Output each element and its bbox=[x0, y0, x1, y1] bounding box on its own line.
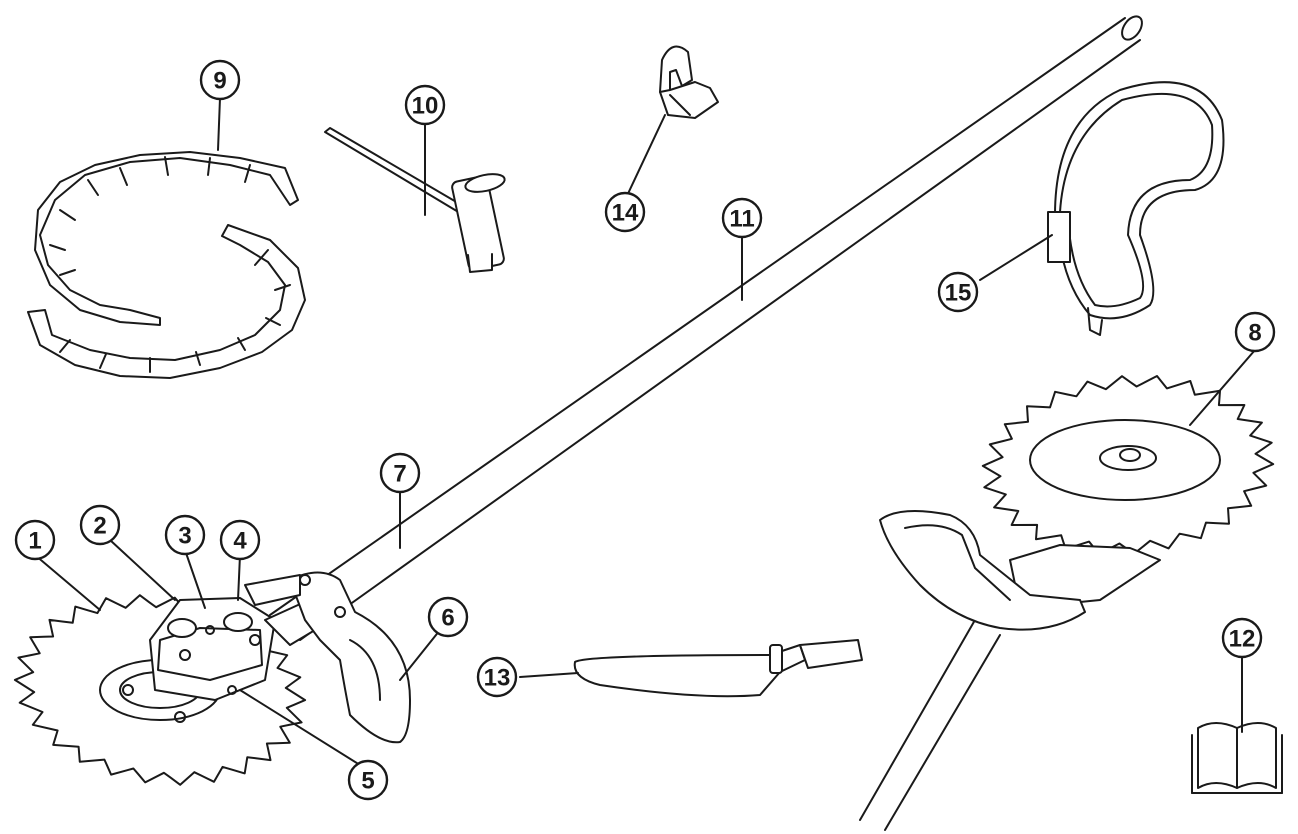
callout-circle bbox=[1234, 311, 1276, 353]
callout-15: 15 bbox=[937, 271, 979, 313]
callout-number: 15 bbox=[945, 280, 972, 307]
callout-number: 9 bbox=[213, 68, 226, 95]
callout-6: 6 bbox=[427, 596, 469, 638]
handle-bar bbox=[575, 640, 862, 696]
blade-guard bbox=[245, 573, 410, 743]
callout-13: 13 bbox=[476, 656, 518, 698]
assembled-cutting-head bbox=[860, 376, 1273, 830]
callout-8: 8 bbox=[1234, 311, 1276, 353]
callout-number: 8 bbox=[1248, 320, 1261, 347]
callout-3: 3 bbox=[164, 514, 206, 556]
blade-guard-strip bbox=[28, 152, 305, 378]
callout-circle bbox=[14, 519, 56, 561]
callout-circle bbox=[1221, 617, 1263, 659]
callout-circle bbox=[721, 197, 763, 239]
callout-2: 2 bbox=[79, 504, 121, 546]
callout-5: 5 bbox=[347, 759, 389, 801]
callout-number: 6 bbox=[441, 605, 454, 632]
callout-1: 1 bbox=[14, 519, 56, 561]
manual-book-icon bbox=[1192, 723, 1282, 793]
callout-circle bbox=[937, 271, 979, 313]
drive-shaft bbox=[270, 13, 1146, 640]
callout-10: 10 bbox=[404, 84, 446, 126]
callout-14: 14 bbox=[604, 191, 646, 233]
leader-lines bbox=[34, 97, 1256, 766]
gear-head-assembly bbox=[15, 595, 340, 785]
callout-number: 7 bbox=[393, 461, 406, 488]
callout-9: 9 bbox=[199, 59, 241, 101]
spark-plug-wrench bbox=[325, 128, 506, 272]
callout-circle bbox=[604, 191, 646, 233]
callout-number: 11 bbox=[729, 206, 754, 233]
harness-clip bbox=[660, 47, 718, 118]
callout-7: 7 bbox=[379, 452, 421, 494]
callout-circle bbox=[427, 596, 469, 638]
callout-number: 14 bbox=[612, 200, 639, 227]
callout-circle bbox=[476, 656, 518, 698]
callout-circle bbox=[164, 514, 206, 556]
callout-number: 4 bbox=[233, 528, 247, 555]
callout-number: 13 bbox=[484, 665, 511, 692]
callout-circle bbox=[404, 84, 446, 126]
callout-circle bbox=[199, 59, 241, 101]
callout-4: 4 bbox=[219, 519, 261, 561]
callout-12: 12 bbox=[1221, 617, 1263, 659]
callout-number: 10 bbox=[412, 93, 439, 120]
callout-number: 5 bbox=[361, 768, 374, 795]
callout-number: 1 bbox=[28, 528, 41, 555]
callout-11: 11 bbox=[721, 197, 763, 239]
callout-circle bbox=[219, 519, 261, 561]
callout-circle bbox=[347, 759, 389, 801]
callout-number: 2 bbox=[93, 513, 106, 540]
callout-number: 12 bbox=[1229, 626, 1256, 653]
callout-number: 3 bbox=[178, 523, 191, 550]
callout-circle bbox=[379, 452, 421, 494]
callout-circle bbox=[79, 504, 121, 546]
shoulder-strap bbox=[1048, 82, 1223, 335]
